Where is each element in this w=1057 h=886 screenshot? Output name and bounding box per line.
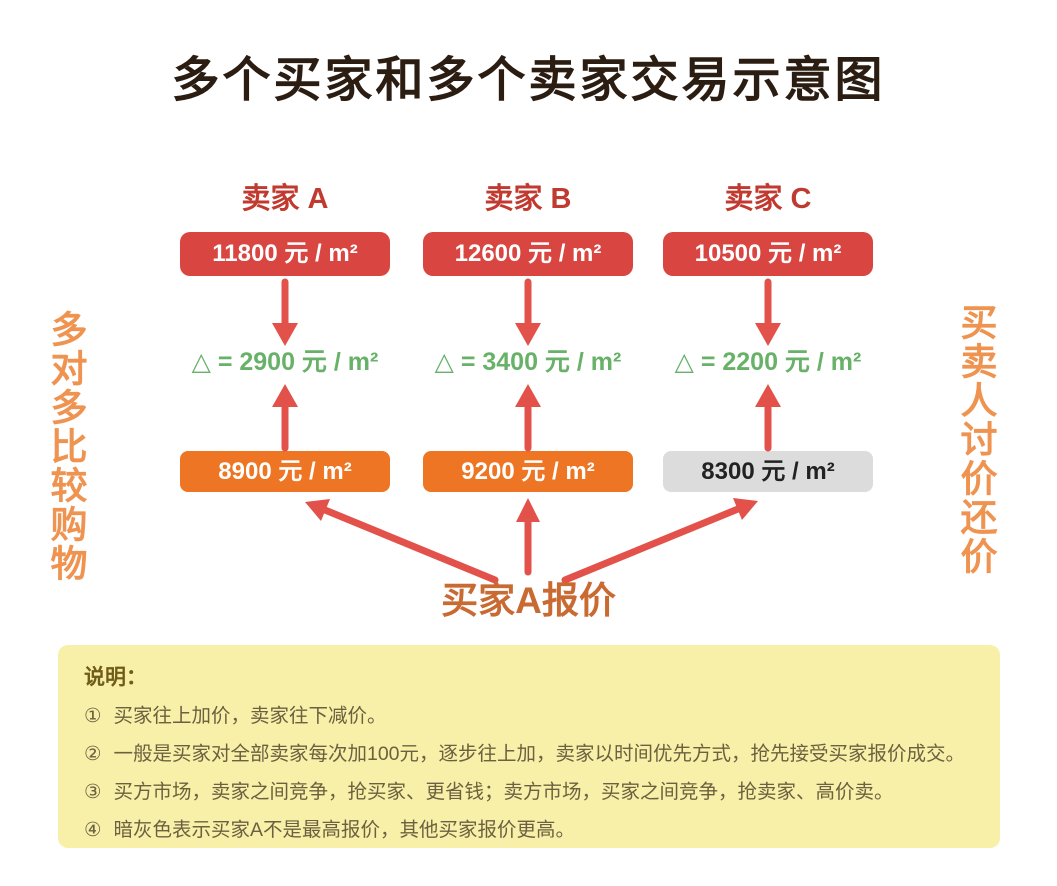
note-2-number: ② (84, 743, 102, 765)
note-4-text: 暗灰色表示买家A不是最高报价，其他买家报价更高。 (113, 819, 575, 841)
notes-heading: 说明： (84, 666, 147, 689)
seller-b-ask-price-box: 12600 元 / m² (423, 232, 633, 276)
seller-a-ask-price-box: 11800 元 / m² (180, 232, 390, 276)
seller-column-b: 卖家 B 12600 元 / m² △ = 3400 元 / m² 9200 元… (423, 183, 633, 492)
seller-b-name: 卖家 B (484, 183, 572, 215)
seller-c-name: 卖家 C (724, 183, 812, 215)
page-title: 多个买家和多个卖家交易示意图 (171, 54, 886, 107)
buyer-a-offer-label: 买家A报价 (441, 580, 616, 621)
left-vertical-label: 多对多比较购物 (45, 310, 86, 583)
seller-a-price-gap: △ = 2900 元 / m² (191, 348, 379, 376)
note-item-3: ③ 买方市场，卖家之间竞争，抢买家、更省钱；卖方市场，买家之间竞争，抢卖家、高价… (84, 781, 974, 804)
note-1-text: 买家往上加价，卖家往下减价。 (113, 705, 387, 727)
seller-a-name: 卖家 A (241, 183, 329, 215)
arrow-buyer-offer-to-seller-a-icon (305, 499, 499, 584)
note-item-4: ④ 暗灰色表示买家A不是最高报价，其他买家报价更高。 (84, 819, 974, 842)
seller-b-price-gap: △ = 3400 元 / m² (434, 348, 622, 376)
seller-c-price-gap: △ = 2200 元 / m² (674, 348, 862, 376)
arrow-buyer-offer-to-seller-c-icon (561, 498, 758, 584)
note-3-text: 买方市场，卖家之间竞争，抢买家、更省钱；卖方市场，买家之间竞争，抢卖家、高价卖。 (113, 781, 894, 803)
note-3-number: ③ (84, 781, 102, 803)
buyer-a-bid-to-seller-c-box: 8300 元 / m² (663, 451, 873, 492)
buyer-a-bid-to-seller-b-box: 9200 元 / m² (423, 451, 633, 492)
right-vertical-label: 买卖人讨价还价 (955, 303, 996, 576)
note-item-1: ① 买家往上加价，卖家往下减价。 (84, 705, 974, 728)
note-4-number: ④ (84, 819, 102, 841)
note-2-text: 一般是买家对全部卖家每次加100元，逐步往上加，卖家以时间优先方式，抢先接受买家… (113, 743, 966, 765)
seller-c-ask-price-box: 10500 元 / m² (663, 232, 873, 276)
note-item-2: ② 一般是买家对全部卖家每次加100元，逐步往上加，卖家以时间优先方式，抢先接受… (84, 743, 974, 766)
notes-panel: 说明： ① 买家往上加价，卖家往下减价。 ② 一般是买家对全部卖家每次加100元… (58, 645, 1000, 848)
arrow-buyer-offer-to-seller-b-icon (516, 498, 540, 576)
seller-column-a: 卖家 A 11800 元 / m² △ = 2900 元 / m² 8900 元… (180, 183, 390, 492)
note-1-number: ① (84, 705, 102, 727)
buyer-a-bid-to-seller-a-box: 8900 元 / m² (180, 451, 390, 492)
seller-column-c: 卖家 C 10500 元 / m² △ = 2200 元 / m² 8300 元… (663, 183, 873, 492)
